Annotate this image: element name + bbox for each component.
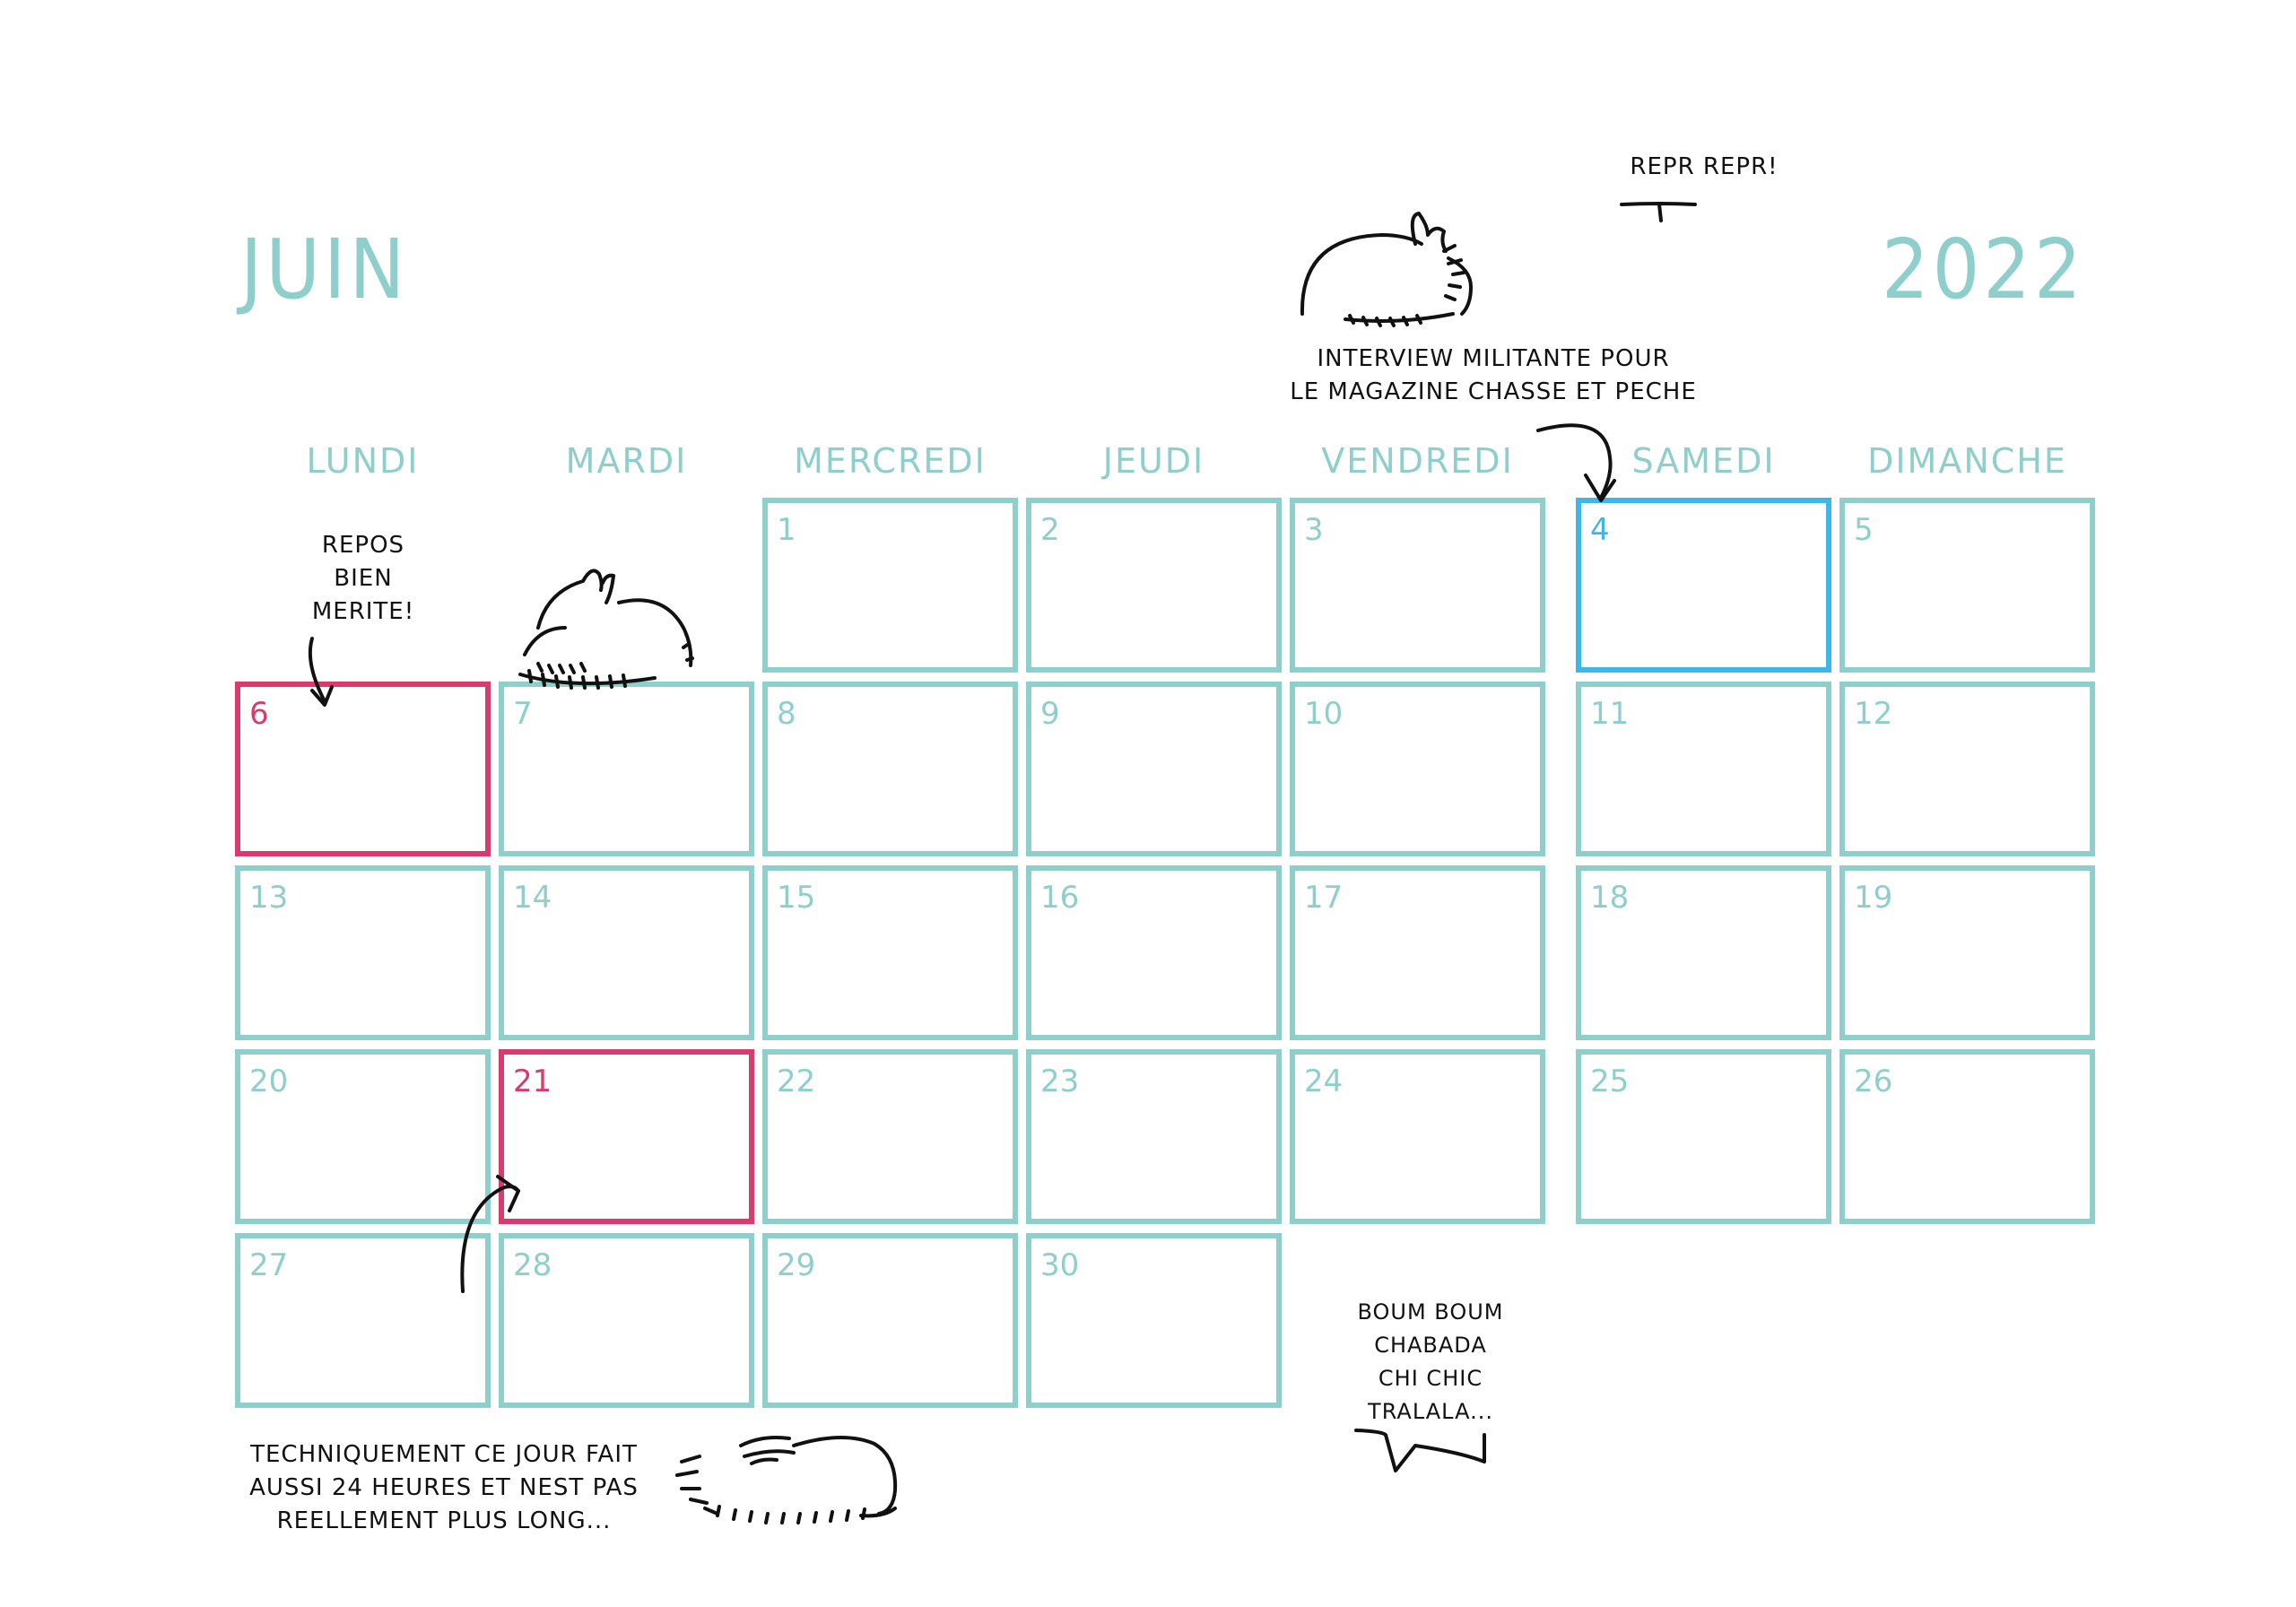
day-number: 6 (249, 696, 269, 732)
weekday-saturday: SAMEDI (1631, 441, 1776, 481)
day-cell-13[interactable]: 13 (235, 865, 491, 1040)
day-cell-4[interactable]: 4 (1576, 498, 1831, 673)
note-line: TECHNIQUEMENT CE JOUR FAIT (250, 1441, 638, 1468)
weekday-wednesday: MERCREDI (794, 441, 987, 481)
hedgehog-doodle (675, 1436, 898, 1524)
day-cell-6[interactable]: 6 (235, 682, 491, 856)
note-repr: REPR REPR! (1596, 151, 1812, 184)
day-number: 15 (777, 880, 816, 916)
underline-icon (1620, 202, 1697, 222)
note-line: CHI CHIC (1378, 1366, 1483, 1391)
note-line: INTERVIEW MILITANTE POUR (1317, 345, 1670, 372)
day-number: 21 (513, 1064, 552, 1099)
day-cell-5[interactable]: 5 (1839, 498, 2095, 673)
day-number: 19 (1854, 880, 1893, 916)
day-number: 18 (1590, 880, 1630, 916)
note-repos: REPOS BIEN MERITE! (291, 529, 435, 629)
day-cell-14[interactable]: 14 (499, 865, 754, 1040)
day-number: 27 (249, 1247, 289, 1283)
day-number: 30 (1040, 1247, 1080, 1283)
day-number: 17 (1304, 880, 1344, 916)
day-cell-27[interactable]: 27 (235, 1233, 491, 1408)
day-cell-11[interactable]: 11 (1576, 682, 1831, 856)
note-line: CHABADA (1374, 1333, 1487, 1358)
day-cell-30[interactable]: 30 (1026, 1233, 1282, 1408)
day-number: 10 (1304, 696, 1344, 732)
day-cell-1[interactable]: 1 (762, 498, 1018, 673)
day-number: 2 (1040, 512, 1060, 548)
note-line: LE MAGAZINE CHASSE ET PECHE (1290, 378, 1697, 405)
rabbit-doodle (518, 569, 694, 690)
weekday-friday: VENDREDI (1321, 441, 1514, 481)
note-line: REELLEMENT PLUS LONG... (276, 1507, 612, 1534)
note-boum: BOUM BOUM CHABADA CHI CHIC TRALALA... (1350, 1296, 1511, 1429)
note-interview: INTERVIEW MILITANTE POUR LE MAGAZINE CHA… (1274, 343, 1713, 409)
day-number: 4 (1590, 512, 1610, 548)
day-cell-20[interactable]: 20 (235, 1049, 491, 1224)
day-number: 20 (249, 1064, 289, 1099)
note-line: MERITE! (311, 598, 415, 625)
day-cell-3[interactable]: 3 (1290, 498, 1545, 673)
day-number: 8 (777, 696, 796, 732)
month-title: JUIN (240, 222, 409, 317)
note-line: BOUM BOUM (1357, 1299, 1504, 1325)
day-number: 11 (1590, 696, 1630, 732)
weekday-sunday: DIMANCHE (1867, 441, 2067, 481)
day-number: 25 (1590, 1064, 1630, 1099)
day-number: 14 (513, 880, 552, 916)
day-cell-23[interactable]: 23 (1026, 1049, 1282, 1224)
day-number: 22 (777, 1064, 816, 1099)
note-line: BIEN (334, 565, 393, 592)
day-number: 29 (777, 1247, 816, 1283)
note-line: REPR REPR! (1630, 153, 1779, 180)
day-cell-25[interactable]: 25 (1576, 1049, 1831, 1224)
day-number: 24 (1304, 1064, 1344, 1099)
day-cell-26[interactable]: 26 (1839, 1049, 2095, 1224)
day-cell-29[interactable]: 29 (762, 1233, 1018, 1408)
note-technique: TECHNIQUEMENT CE JOUR FAIT AUSSI 24 HEUR… (242, 1438, 646, 1538)
day-number: 3 (1304, 512, 1324, 548)
day-cell-18[interactable]: 18 (1576, 865, 1831, 1040)
day-cell-28[interactable]: 28 (499, 1233, 754, 1408)
day-cell-16[interactable]: 16 (1026, 865, 1282, 1040)
day-cell-21[interactable]: 21 (499, 1049, 754, 1224)
note-line: REPOS (321, 532, 405, 559)
weekday-tuesday: MARDI (565, 441, 688, 481)
day-number: 1 (777, 512, 796, 548)
day-cell-9[interactable]: 9 (1026, 682, 1282, 856)
day-cell-8[interactable]: 8 (762, 682, 1018, 856)
day-number: 26 (1854, 1064, 1893, 1099)
weekday-thursday: JEUDI (1102, 441, 1205, 481)
day-number: 5 (1854, 512, 1874, 548)
day-cell-7[interactable]: 7 (499, 682, 754, 856)
day-number: 16 (1040, 880, 1080, 916)
day-number: 13 (249, 880, 289, 916)
day-cell-10[interactable]: 10 (1290, 682, 1545, 856)
speech-bubble-tail (1354, 1429, 1486, 1472)
day-cell-12[interactable]: 12 (1839, 682, 2095, 856)
day-number: 9 (1040, 696, 1060, 732)
note-line: AUSSI 24 HEURES ET NEST PAS (249, 1474, 639, 1501)
day-number: 12 (1854, 696, 1893, 732)
year-title: 2022 (1882, 222, 2085, 317)
day-cell-22[interactable]: 22 (762, 1049, 1018, 1224)
day-cell-24[interactable]: 24 (1290, 1049, 1545, 1224)
weekday-monday: LUNDI (306, 441, 420, 481)
day-cell-2[interactable]: 2 (1026, 498, 1282, 673)
day-number: 7 (513, 696, 533, 732)
day-cell-19[interactable]: 19 (1839, 865, 2095, 1040)
day-number: 28 (513, 1247, 552, 1283)
day-cell-15[interactable]: 15 (762, 865, 1018, 1040)
day-number: 23 (1040, 1064, 1080, 1099)
day-cell-17[interactable]: 17 (1290, 865, 1545, 1040)
note-line: TRALALA... (1368, 1399, 1493, 1424)
rabbit-doodle (1300, 212, 1473, 327)
